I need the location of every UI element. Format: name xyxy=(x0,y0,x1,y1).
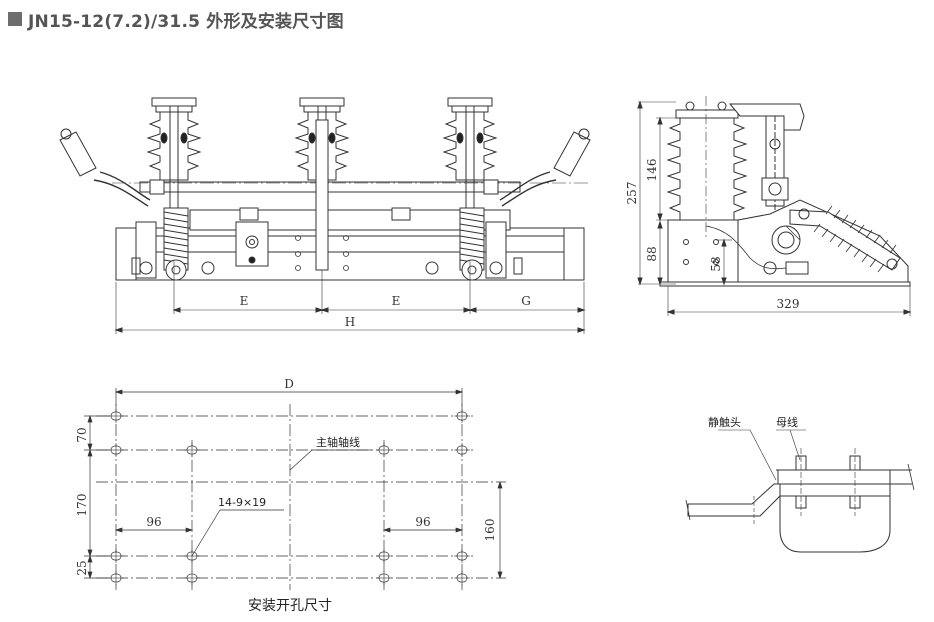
dim-160: 160 xyxy=(483,519,497,542)
hole-spec-label: 14-9×19 xyxy=(218,496,266,509)
side-view xyxy=(637,96,912,316)
dim-58: 58 xyxy=(709,256,723,271)
mounting-caption: 安装开孔尺寸 xyxy=(248,598,332,614)
dim-170: 170 xyxy=(75,494,89,517)
dim-146: 146 xyxy=(645,159,659,182)
dim-96-right: 96 xyxy=(415,515,430,529)
main-axis-label: 主轴轴线 xyxy=(316,435,360,449)
dim-e-right: E xyxy=(392,294,401,308)
dim-257: 257 xyxy=(625,182,639,205)
side-base-frame xyxy=(667,219,739,285)
dim-25: 25 xyxy=(75,560,89,575)
dim-d: D xyxy=(284,377,294,391)
title-text: JN15-12(7.2)/31.5 外形及安装尺寸图 xyxy=(28,11,344,32)
static-contact-label: 静触头 xyxy=(708,415,741,429)
dim-329: 329 xyxy=(777,297,800,311)
dim-70: 70 xyxy=(75,427,89,442)
mounting-plan xyxy=(84,388,506,590)
front-view xyxy=(59,97,591,334)
dim-e-left: E xyxy=(240,294,249,308)
front-main-shaft xyxy=(139,181,521,193)
page-title: JN15-12(7.2)/31.5 外形及安装尺寸图 xyxy=(8,6,344,32)
dim-h: H xyxy=(345,315,355,329)
title-square-icon xyxy=(8,12,22,26)
busbar-label: 母线 xyxy=(776,415,798,429)
contact-detail xyxy=(685,429,915,553)
dim-96-left: 96 xyxy=(146,515,161,529)
dim-g: G xyxy=(521,294,531,308)
dim-88: 88 xyxy=(645,246,659,261)
